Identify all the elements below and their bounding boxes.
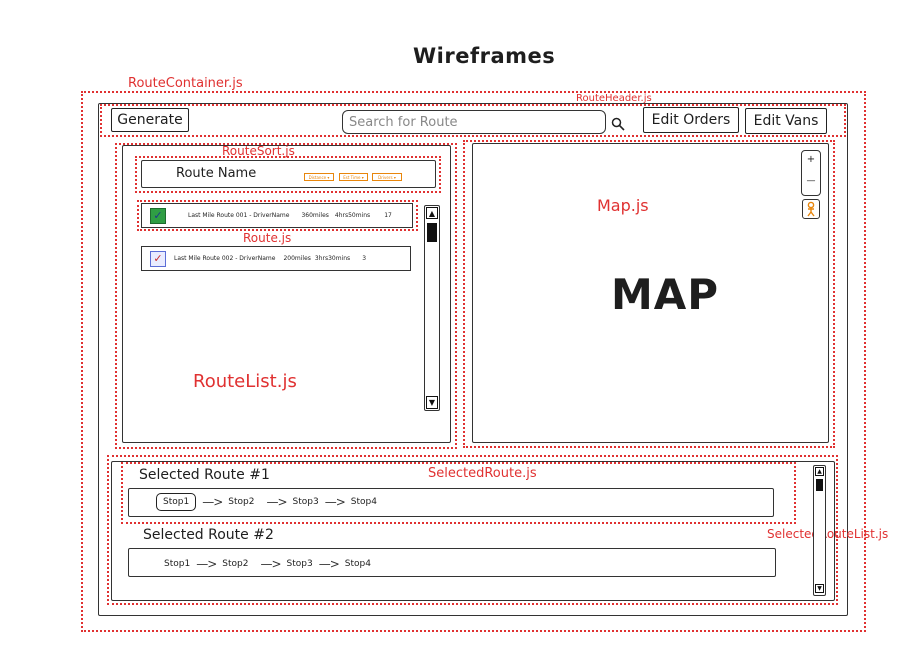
selected-route-list-boundary [107,455,838,605]
stop-1-4[interactable]: Stop4 [350,497,377,507]
route-sort-boundary [135,156,441,193]
selected-route-stops-1 [128,488,774,517]
scroll-up-button[interactable]: ▲ [426,207,438,219]
scroll-thumb[interactable] [427,223,437,242]
selected-scroll-down-button[interactable]: ▼ [815,584,824,593]
stop-1-1[interactable]: Stop1 [156,493,197,511]
route-checkbox-1[interactable]: ✓ [150,207,166,224]
stop-2-4[interactable]: Stop4 [344,559,371,569]
route-time-1: 4hrs50mins [334,212,371,219]
sort-drivers-dropdown[interactable]: Drivers ▾ [372,173,402,181]
arrow-icon: —> [324,495,346,509]
route-list-scrollbar[interactable] [424,205,440,411]
stop-1-3[interactable]: Stop3 [292,497,319,507]
route-container-label: RouteContainer.js [128,76,243,91]
route-checkbox-2[interactable]: ✓ [150,250,166,267]
arrow-icon: —> [202,495,223,509]
selected-route-list-label: SelectedRouteList.js [767,527,889,541]
arrow-icon: —> [318,557,340,571]
zoom-control [801,150,821,196]
map-placeholder-text: MAP [611,270,720,319]
zoom-out-button[interactable]: — [806,176,816,186]
route-list-panel [122,145,451,443]
map-panel[interactable] [472,143,829,443]
route-sort-bar [141,160,436,188]
map-label: Map.js [597,196,649,215]
selected-route-title-1: Selected Route #1 [139,467,270,483]
stop-2-3[interactable]: Stop3 [286,559,313,569]
selected-route-title-2: Selected Route #2 [143,527,274,543]
route-name-2: Last Mile Route 002 - DriverName [174,255,276,262]
stop-1-2[interactable]: Stop2 [228,497,255,507]
arrow-icon: —> [266,495,287,509]
search-input[interactable]: Search for Route [342,110,606,134]
route-label: Route.js [243,231,292,245]
map-boundary [463,140,835,448]
search-icon[interactable] [611,116,625,131]
route-list-label: RouteList.js [193,371,297,392]
route-distance-2: 200miles [283,255,311,262]
route-count-2: 3 [362,255,367,262]
selected-route-boundary [121,462,796,524]
route-sort-title: Route Name [176,166,257,181]
selected-list-scrollbar[interactable] [813,465,826,596]
selected-route-label: SelectedRoute.js [428,466,537,481]
route-name-1: Last Mile Route 001 - DriverName [188,212,290,219]
route-header-label: RouteHeader.js [576,93,652,104]
route-time-2: 3hrs30mins [314,255,351,262]
route-row-2[interactable]: ✓ Last Mile Route 002 - DriverName 200mi… [141,246,411,271]
stop-chain-2: Stop1 —> Stop2 —> Stop3 —> Stop4 [164,557,371,571]
pegman-icon[interactable] [802,199,820,219]
sort-time-dropdown[interactable]: Est Time ▾ [339,173,368,181]
route-container-boundary [81,91,866,632]
route-header-boundary [100,104,846,137]
selected-route-stops-2 [128,548,776,577]
generate-button[interactable]: Generate [111,108,189,132]
stop-2-2[interactable]: Stop2 [222,559,249,569]
arrow-icon: —> [260,557,281,571]
sort-distance-dropdown[interactable]: Distance ▾ [304,173,334,181]
zoom-in-button[interactable]: + [806,154,816,165]
route-list-boundary [115,143,457,449]
route-item-boundary [137,200,418,231]
route-distance-1: 360miles [301,212,329,219]
route-sort-label: RouteSort.js [222,144,295,158]
edit-vans-button[interactable]: Edit Vans [745,108,827,134]
scroll-down-button[interactable]: ▼ [426,396,438,409]
selected-route-list-panel [111,461,835,601]
selected-scroll-up-button[interactable]: ▲ [815,467,824,476]
selected-scroll-thumb[interactable] [816,479,823,491]
route-row-1[interactable]: ✓ Last Mile Route 001 - DriverName 360mi… [141,203,413,228]
edit-orders-button[interactable]: Edit Orders [643,107,739,133]
page-title: Wireframes [413,44,556,68]
arrow-icon: —> [196,557,217,571]
stop-chain-1: Stop1 —> Stop2 —> Stop3 —> Stop4 [156,493,377,511]
stop-2-1[interactable]: Stop1 [164,559,191,569]
route-count-1: 17 [384,212,392,219]
